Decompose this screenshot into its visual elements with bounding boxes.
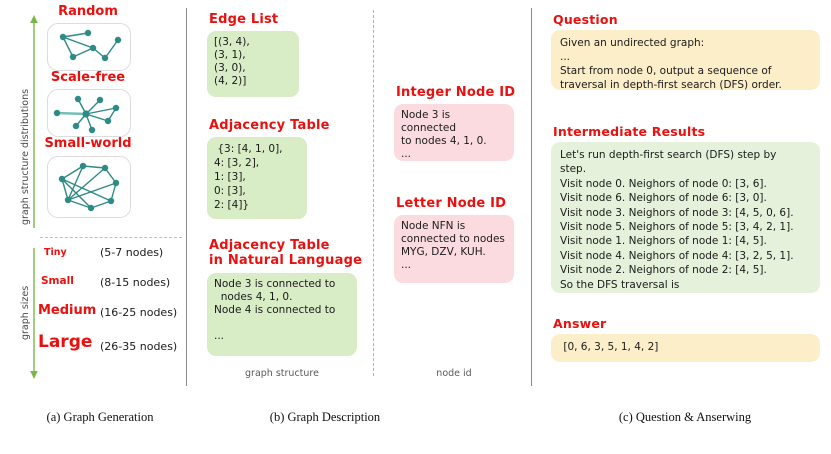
random-graph-icon — [59, 29, 122, 62]
box-adjacency-natural-language: Node 3 is connected to nodes 4, 1, 0. No… — [207, 273, 357, 356]
box-question: Given an undirected graph: ... Start fro… — [551, 30, 820, 91]
heading-edge-list: Edge List — [209, 12, 279, 27]
divider-distributions-sizes — [40, 237, 182, 238]
distribution-card-random — [47, 23, 131, 71]
divider-b-c — [531, 8, 532, 386]
scale-free-graph-icon — [53, 95, 120, 134]
size-name-small: Small — [41, 275, 74, 287]
size-range-tiny: (5-7 nodes) — [100, 246, 164, 259]
axis-arrow-sizes — [30, 248, 38, 379]
heading-letter-node-id: Letter Node ID — [396, 196, 507, 211]
divider-a-b — [186, 8, 187, 386]
caption-c: (c) Question & Anserwing — [618, 410, 752, 424]
heading-answer: Answer — [553, 316, 607, 331]
heading-integer-node-id: Integer Node ID — [396, 85, 516, 100]
small-world-graph-icon — [58, 162, 120, 212]
heading-adjacency-natural-language: Adjacency Table in Natural Language — [209, 238, 363, 268]
heading-intermediate-results: Intermediate Results — [553, 124, 706, 139]
size-name-large: Large — [38, 332, 93, 352]
size-range-small: (8-15 nodes) — [100, 276, 171, 289]
caption-a: (a) Graph Generation — [46, 410, 154, 424]
size-range-medium: (16-25 nodes) — [100, 306, 178, 319]
axis-label-distributions: graph structure distributions — [20, 88, 31, 225]
box-integer-node-id: Node 3 is connected to nodes 4, 1, 0. ..… — [394, 104, 514, 161]
distribution-title-scale-free: Scale-free — [50, 70, 126, 85]
box-edge-list: [(3, 4), (3, 1), (3, 0), (4, 2)] — [207, 31, 299, 97]
box-letter-node-id: Node NFN is connected to nodes MYG, DZV,… — [394, 215, 514, 283]
divider-structure-nodeid — [373, 10, 374, 376]
box-intermediate-results: Let's run depth-first search (DFS) step … — [551, 142, 820, 293]
size-range-large: (26-35 nodes) — [100, 340, 178, 353]
distribution-card-scale-free — [47, 89, 131, 137]
group-label-graph-structure: graph structure — [245, 368, 319, 379]
size-name-tiny: Tiny — [44, 247, 67, 258]
size-name-medium: Medium — [38, 303, 97, 318]
distribution-title-small-world: Small-world — [44, 136, 132, 151]
distribution-title-random: Random — [58, 4, 118, 19]
axis-arrow-distributions — [30, 15, 38, 228]
heading-question: Question — [553, 12, 618, 27]
distribution-card-small-world — [47, 156, 131, 218]
axis-label-sizes: graph sizes — [20, 285, 31, 340]
caption-b: (b) Graph Description — [269, 410, 381, 424]
group-label-node-id: node id — [436, 368, 472, 379]
box-answer: [0, 6, 3, 5, 1, 4, 2] — [551, 334, 820, 362]
box-adjacency-table: {3: [4, 1, 0], 4: [3, 2], 1: [3], 0: [3]… — [207, 137, 307, 219]
heading-adjacency-table: Adjacency Table — [209, 118, 330, 133]
